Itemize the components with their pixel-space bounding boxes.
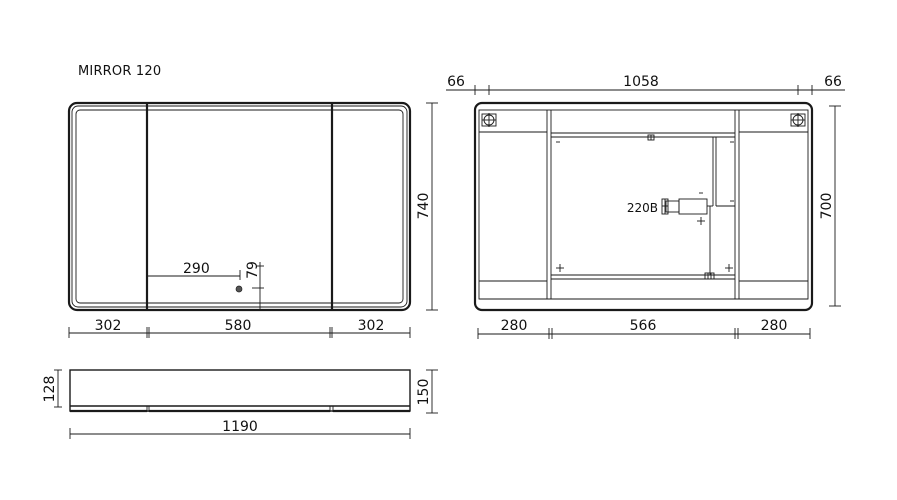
dim-566: 566 [630, 318, 657, 334]
dim-66-right: 66 [824, 74, 842, 90]
dim-280-right: 280 [761, 318, 788, 334]
dim-700: 700 [819, 193, 835, 220]
front-bottom-dimensions [68, 327, 411, 338]
back-height-dimension [829, 105, 841, 307]
back-top-dimensions [446, 85, 845, 95]
dim-580: 580 [225, 318, 252, 334]
mount-bracket-icon [481, 113, 497, 127]
dim-1058: 1058 [623, 74, 659, 90]
dim-302-right: 302 [358, 318, 385, 334]
front-view [67, 101, 412, 312]
dim-740: 740 [416, 193, 432, 220]
dim-1190: 1190 [222, 419, 258, 435]
dim-66-left: 66 [447, 74, 465, 90]
dim-302-left: 302 [95, 318, 122, 334]
mount-bracket-icon [790, 113, 806, 127]
dim-290: 290 [183, 261, 210, 277]
sensor-icon [235, 285, 243, 293]
back-view [473, 101, 814, 312]
dim-79: 79 [245, 261, 261, 279]
side-view [54, 369, 438, 439]
dim-150: 150 [416, 379, 432, 406]
power-transformer-icon [661, 198, 713, 215]
drawing-title: MIRROR 120 [78, 64, 162, 79]
back-bottom-dimensions [477, 328, 811, 339]
connector-icon [704, 272, 715, 280]
dim-280-left: 280 [501, 318, 528, 334]
power-label: 220В [627, 201, 658, 215]
front-height-dimension [426, 102, 438, 311]
dim-128: 128 [42, 376, 58, 403]
